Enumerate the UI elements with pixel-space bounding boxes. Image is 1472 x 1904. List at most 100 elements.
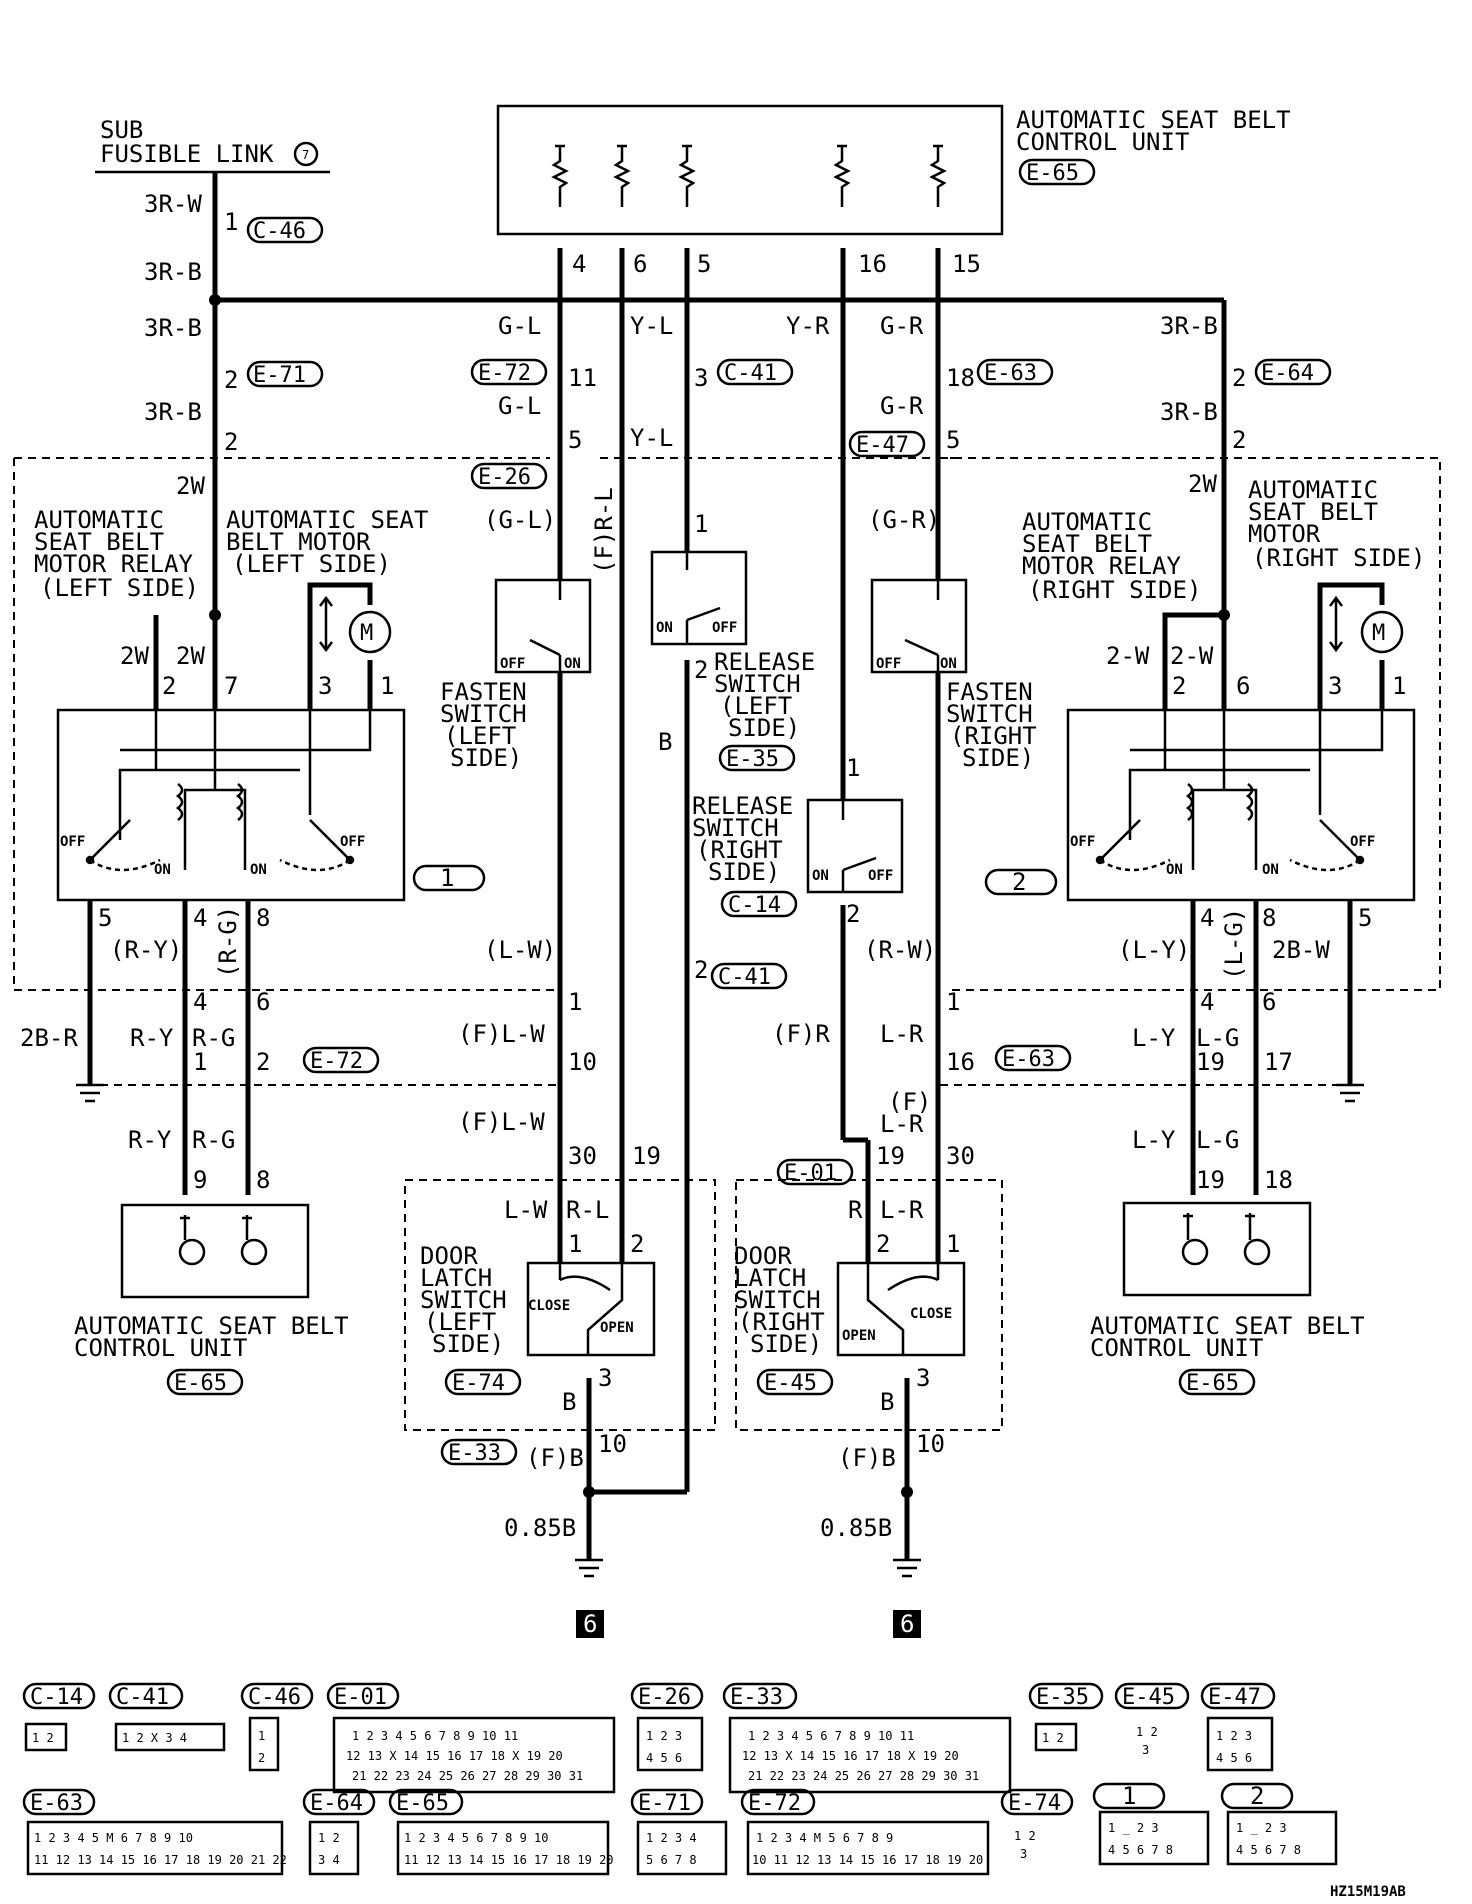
dll-close: CLOSE — [528, 1298, 570, 1314]
c-yl2: Y-L — [630, 424, 673, 452]
pins-r2-1: 1 _ 2 3 — [1236, 1821, 1287, 1835]
c-rw: (R-W) — [864, 936, 936, 964]
left-on-r: ON — [250, 862, 267, 878]
acu-code-oval — [1018, 158, 1096, 186]
dr-fb: (F)B — [838, 1444, 896, 1472]
c-yl: Y-L — [630, 312, 673, 340]
release-l-3: (LEFT — [720, 692, 792, 720]
pins-e63-1: 1 2 3 4 5 M 6 7 8 9 10 — [34, 1831, 193, 1845]
leg-c46: C-46 — [248, 1685, 301, 1710]
acu-top-box — [496, 104, 1004, 236]
left-motor-label-2: BELT MOTOR — [226, 528, 371, 556]
pins-e45-2: 3 — [1142, 1743, 1149, 1757]
leg-e26: E-26 — [638, 1685, 691, 1710]
ground-6-left-badge — [576, 1610, 604, 1638]
fusible-number: 7 — [302, 148, 309, 162]
c-p5b: 5 — [946, 426, 960, 454]
left-rg: (R-G) — [214, 906, 242, 978]
fsr-on: ON — [940, 656, 957, 672]
wire-3rb-1: 3R-B — [144, 258, 202, 286]
left-2w-a: 2W — [120, 642, 149, 670]
acu-pin-6: 6 — [633, 250, 647, 278]
left-pin-1b: 1 — [193, 1048, 207, 1076]
c-e26: E-26 — [478, 465, 531, 490]
left-off-l: OFF — [60, 834, 85, 850]
c-lr2: L-R — [880, 1196, 924, 1224]
right-motor-label-3: MOTOR — [1248, 520, 1321, 548]
ground-6-right-badge — [893, 1610, 921, 1638]
left-rg3: R-G — [192, 1126, 235, 1154]
c-gl3: (G-L) — [484, 506, 556, 534]
fasten-r-1: FASTEN — [946, 678, 1033, 706]
c-e33: E-33 — [448, 1441, 501, 1466]
c-rw-p1: 1 — [946, 988, 960, 1016]
leg-e74: E-74 — [1008, 1791, 1061, 1816]
left-motor-icon — [348, 610, 392, 654]
pins-e71-2: 5 6 7 8 — [646, 1853, 697, 1867]
dashed-regions — [13, 457, 1441, 1431]
wire-3rb-3: 3R-B — [144, 398, 202, 426]
right-2w-b: 2-W — [1170, 642, 1214, 670]
svg-text:M: M — [360, 621, 373, 646]
release-r-code: C-14 — [728, 893, 781, 918]
acu-title-2: CONTROL UNIT — [1016, 128, 1189, 156]
right-unit-code: E-65 — [1186, 1371, 1239, 1396]
left-ry3: R-Y — [128, 1126, 172, 1154]
right-motor-label-4: (RIGHT SIDE) — [1252, 544, 1425, 572]
right-motor-arrow-icon — [1329, 595, 1343, 653]
sub-fusible-link: SUB FUSIBLE LINK 7 — [95, 116, 330, 174]
right-ly3: L-Y — [1132, 1126, 1176, 1154]
right-off-l: OFF — [1070, 834, 1095, 850]
left-pin-3: 3 — [318, 672, 332, 700]
left-unit-box — [120, 1203, 310, 1299]
dl-p10: 10 — [598, 1430, 627, 1458]
fasten-l-4: SIDE) — [450, 744, 522, 772]
acu-pin-4: 4 — [572, 250, 586, 278]
fsr-off: OFF — [876, 656, 901, 672]
c-flw2: (F)L-W — [458, 1108, 545, 1136]
dll-open: OPEN — [600, 1320, 634, 1336]
door-l-2: LATCH — [420, 1264, 492, 1292]
pins-r1-1: 1 _ 2 3 — [1108, 1821, 1159, 1835]
right-2w-a: 2-W — [1106, 642, 1150, 670]
pins-e74-2: 3 — [1020, 1847, 1027, 1861]
dr-p3: 3 — [916, 1364, 930, 1392]
c-e63: E-63 — [984, 361, 1037, 386]
c-frl: (F)R-L — [590, 487, 618, 574]
c-p11: 11 — [568, 364, 597, 392]
left-pin-9: 9 — [193, 1166, 207, 1194]
c-e72: E-72 — [478, 361, 531, 386]
left-transistor-icons — [178, 1215, 268, 1266]
pins-e33-2: 12 13 X 14 15 16 17 18 X 19 20 — [742, 1749, 959, 1763]
ground-6-right: 6 — [900, 1610, 914, 1638]
door-l-3: SWITCH — [420, 1286, 507, 1314]
acu-top: AUTOMATIC SEAT BELT CONTROL UNIT E-65 4 … — [496, 104, 1291, 278]
right-pin-17: 17 — [1264, 1048, 1293, 1076]
pins-e65-2: 11 12 13 14 15 16 17 18 19 20 — [404, 1853, 614, 1867]
conn-e64: E-64 — [1261, 361, 1314, 386]
acu-code: E-65 — [1026, 161, 1079, 186]
door-r-1: DOOR — [734, 1242, 792, 1270]
right-relay-label-1: AUTOMATIC — [1022, 508, 1152, 536]
leg-e01: E-01 — [334, 1685, 387, 1710]
dr-p10: 10 — [916, 1430, 945, 1458]
door-latch-left-box — [526, 1261, 656, 1357]
right-relay-section: AUTOMATIC SEAT BELT MOTOR RELAY (RIGHT S… — [984, 476, 1425, 1396]
left-relay-num: 1 — [440, 864, 454, 892]
right-pin-19: 19 — [1196, 1048, 1225, 1076]
c-flr-2: L-R — [880, 1110, 924, 1138]
right-feed-labels: 3R-B 2 E-64 3R-B 2 2W — [1160, 312, 1332, 498]
left-ry: (R-Y) — [110, 936, 182, 964]
leg-e33: E-33 — [730, 1685, 783, 1710]
leg-e65: E-65 — [396, 1791, 449, 1816]
right-pin-2: 2 — [1172, 672, 1186, 700]
left-pin-4: 4 — [193, 904, 207, 932]
door-r-5: SIDE) — [750, 1330, 822, 1358]
wire-2w: 2W — [176, 472, 205, 500]
c-gl2: G-L — [498, 392, 541, 420]
wire-3rb-r2: 3R-B — [1160, 398, 1218, 426]
c-c41b: C-41 — [718, 965, 771, 990]
left-pin-1: 1 — [380, 672, 394, 700]
c-e47: E-47 — [856, 433, 909, 458]
